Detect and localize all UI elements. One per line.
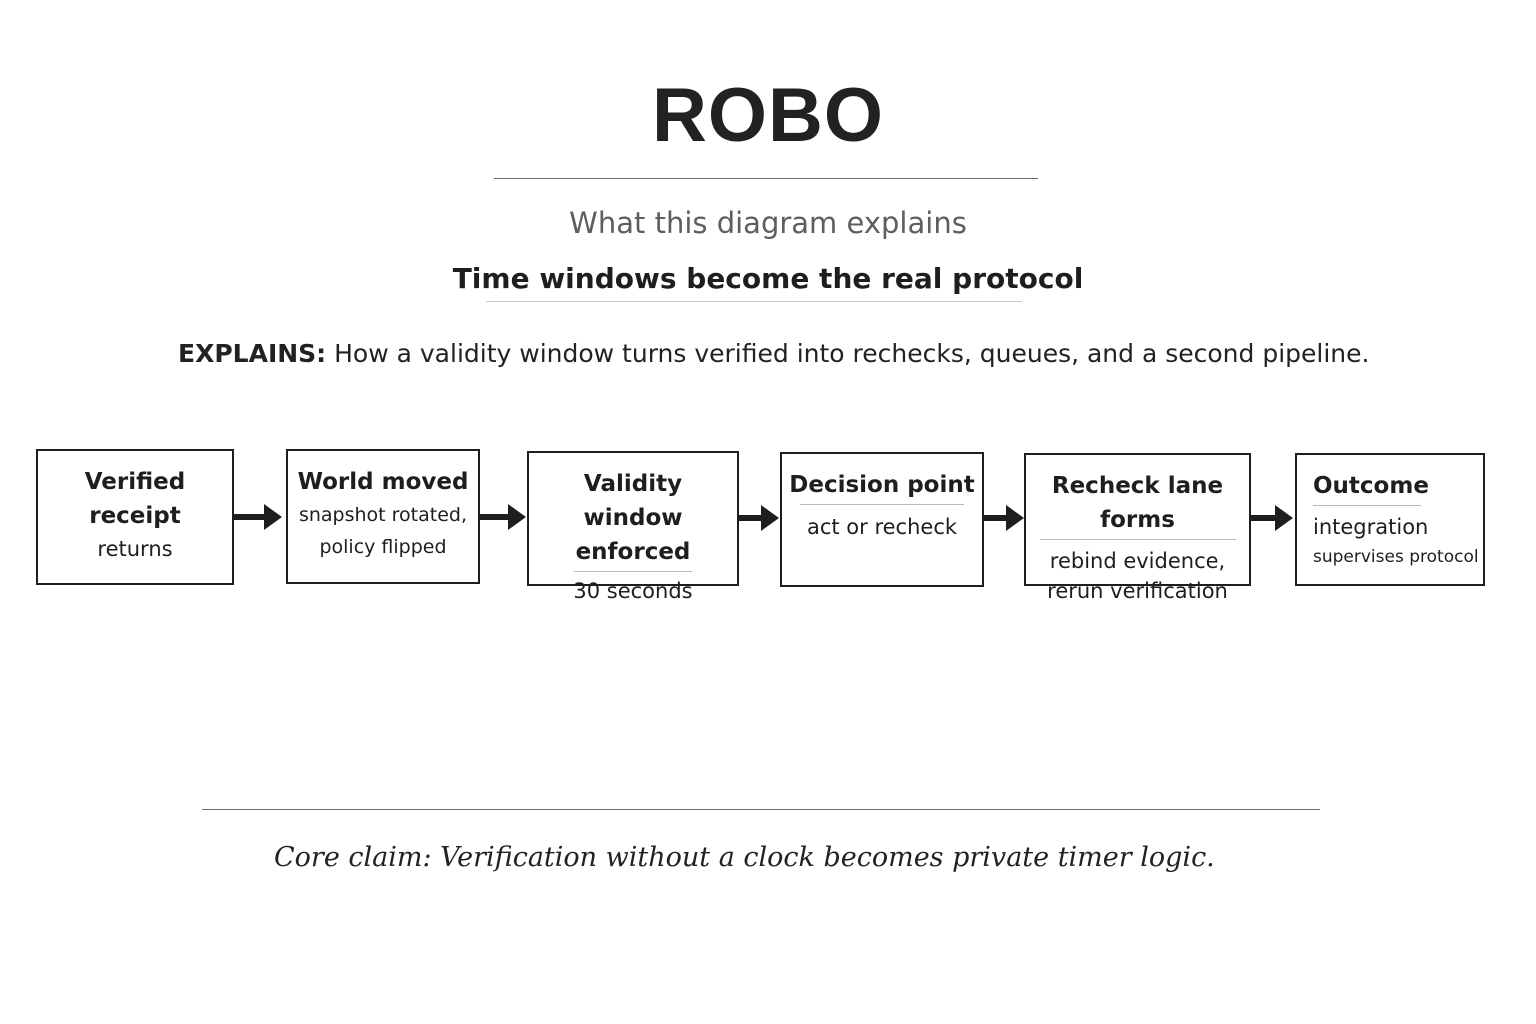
page-title: ROBO <box>652 73 884 158</box>
step-recheck-lane: Recheck lane forms rebind evidence, reru… <box>1024 453 1251 603</box>
diagram-subtitle: What this diagram explains <box>569 206 967 240</box>
diagram-headline: Time windows become the real protocol <box>452 262 1084 295</box>
step-validity-window: Validity window enforced 30 seconds <box>527 451 739 603</box>
explains-line: EXPLAINS: How a validity window turns ve… <box>178 338 1369 371</box>
headline-underline <box>486 301 1022 302</box>
step-detail: rerun verification <box>1047 579 1228 603</box>
step-title: Verified receipt <box>84 469 186 529</box>
footer-divider <box>202 809 1320 810</box>
step-detail: policy flipped <box>319 536 447 558</box>
step-detail: 30 seconds <box>573 579 693 603</box>
title-divider <box>494 178 1038 179</box>
step-detail: supervises protocol <box>1313 547 1479 567</box>
flow-arrow <box>984 505 1024 531</box>
step-title: World moved <box>297 469 469 495</box>
step-title: Validity window enforced <box>575 471 691 565</box>
step-detail: returns <box>97 537 173 561</box>
step-outcome: Outcome integration supervises protocol <box>1295 453 1485 586</box>
step-divider <box>574 571 692 572</box>
step-decision-point: Decision point act or recheck <box>780 452 984 587</box>
step-title: Recheck lane forms <box>1051 473 1224 533</box>
step-detail: snapshot rotated, <box>298 504 468 526</box>
explains-label: EXPLAINS: <box>178 339 327 368</box>
step-world-moved: World moved snapshot rotated, policy fli… <box>286 449 480 584</box>
flow-arrow <box>480 504 526 530</box>
flow-arrow <box>1251 505 1293 531</box>
flow-arrow <box>739 505 779 531</box>
step-title: Decision point <box>789 472 975 498</box>
explains-text: How a validity window turns verified int… <box>326 339 1370 368</box>
step-detail: rebind evidence, <box>1049 549 1226 573</box>
step-detail: act or recheck <box>806 515 958 539</box>
step-verified-receipt: Verified receipt returns <box>36 449 234 585</box>
step-divider <box>1039 539 1236 540</box>
step-title: Outcome <box>1313 473 1429 499</box>
step-divider <box>800 504 964 505</box>
flow-arrow <box>234 504 282 530</box>
step-divider <box>1313 505 1421 506</box>
core-claim: Core claim: Verification without a clock… <box>274 842 1215 873</box>
step-detail: integration <box>1313 515 1429 539</box>
